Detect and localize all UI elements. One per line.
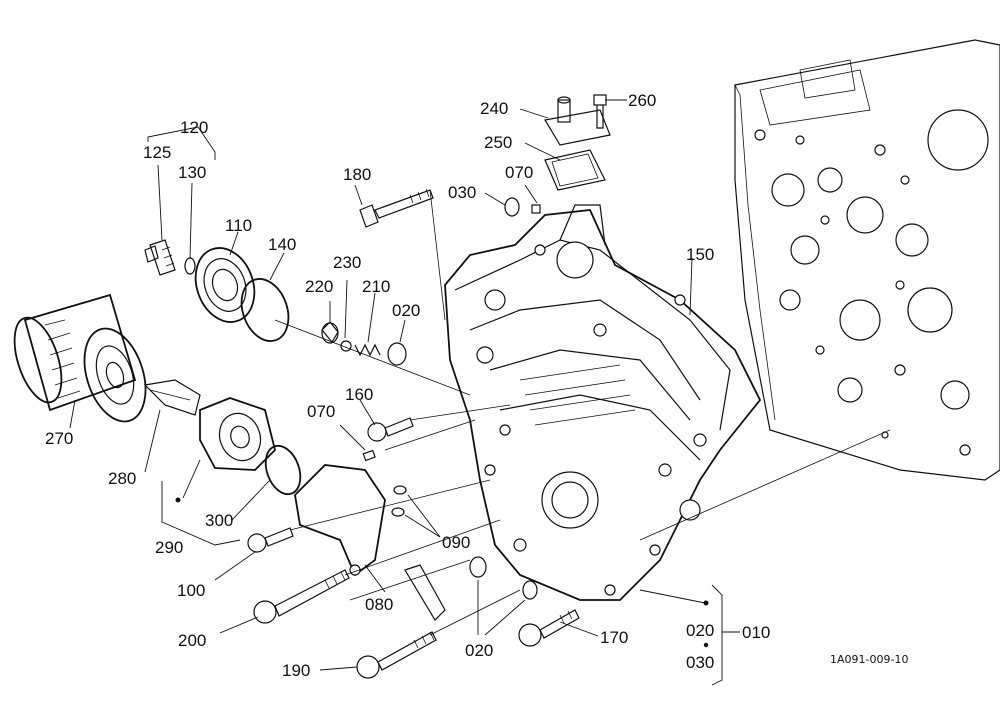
label-110: 110 <box>225 216 252 235</box>
label-260: 260 <box>628 91 656 110</box>
label-190: 190 <box>282 661 310 680</box>
label-250: 250 <box>484 133 512 152</box>
label-170: 170 <box>600 628 628 647</box>
o-ring-090b-icon <box>391 507 405 517</box>
o-ring-140-icon <box>240 278 290 342</box>
bracket-080-icon <box>294 464 446 621</box>
label-160: 160 <box>345 385 373 404</box>
bolt-125-icon <box>144 239 176 276</box>
flange-110-icon <box>194 247 256 323</box>
oil-cooler-290-icon <box>199 397 276 471</box>
label-150: 150 <box>686 245 714 264</box>
reference-code: 1A091-009-10 <box>830 653 908 666</box>
cover-240-icon <box>544 96 611 146</box>
gear-case-icon <box>444 204 762 601</box>
label-020-right: 020 <box>686 621 714 640</box>
oil-filter-icon <box>13 293 147 423</box>
gasket-250-icon <box>544 149 606 191</box>
bolt-160-icon <box>367 417 414 442</box>
label-080: 080 <box>365 595 393 614</box>
bolt-170-icon <box>518 609 580 647</box>
o-ring-300-icon <box>264 444 302 496</box>
label-020-top: 020 <box>392 301 420 320</box>
cylinder-block-icon <box>734 39 1000 481</box>
plug-020a-icon <box>469 556 487 578</box>
label-210: 210 <box>362 277 390 296</box>
pin-070-icon <box>531 204 541 214</box>
label-070-top: 070 <box>505 163 533 182</box>
label-120: 120 <box>180 118 208 137</box>
label-030-right: 030 <box>686 653 714 672</box>
bolt-200-icon <box>253 569 350 624</box>
label-020-lower: 020 <box>465 641 493 660</box>
pin-070b-icon <box>362 449 376 462</box>
label-090: 090 <box>442 533 470 552</box>
label-240: 240 <box>480 99 508 118</box>
bolt-190-icon <box>356 631 437 679</box>
label-125: 125 <box>143 143 171 162</box>
label-180: 180 <box>343 165 371 184</box>
label-290: 290 <box>155 538 183 557</box>
label-100: 100 <box>177 581 205 600</box>
plug-030-icon <box>504 197 520 217</box>
bolt-180-icon <box>359 188 434 228</box>
label-300: 300 <box>205 511 233 530</box>
o-ring-130-icon <box>184 257 196 275</box>
label-030-top: 030 <box>448 183 476 202</box>
label-010: 010 <box>742 623 770 642</box>
label-070-mid: 070 <box>307 402 335 421</box>
label-230: 230 <box>333 253 361 272</box>
o-ring-090a-icon <box>393 485 407 495</box>
bolt-100-icon <box>247 527 294 553</box>
relief-valve-parts-icon <box>321 321 407 366</box>
label-130: 130 <box>178 163 206 182</box>
label-270: 270 <box>45 429 73 448</box>
label-140: 140 <box>268 235 296 254</box>
plug-020b-icon <box>522 580 538 600</box>
label-280: 280 <box>108 469 136 488</box>
stud-280-icon <box>143 379 201 416</box>
label-200: 200 <box>178 631 206 650</box>
label-220: 220 <box>305 277 333 296</box>
